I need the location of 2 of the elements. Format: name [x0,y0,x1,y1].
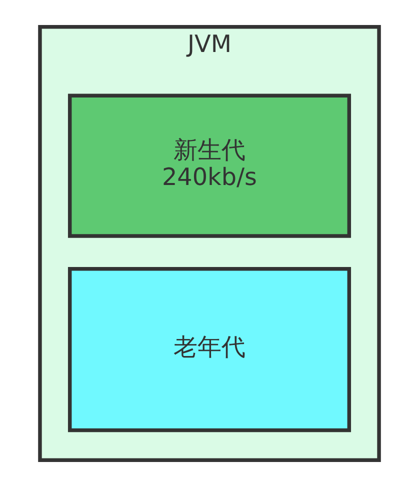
node-box: 新生代 240kb/s [67,93,351,238]
node-box: 老年代 [67,266,351,432]
